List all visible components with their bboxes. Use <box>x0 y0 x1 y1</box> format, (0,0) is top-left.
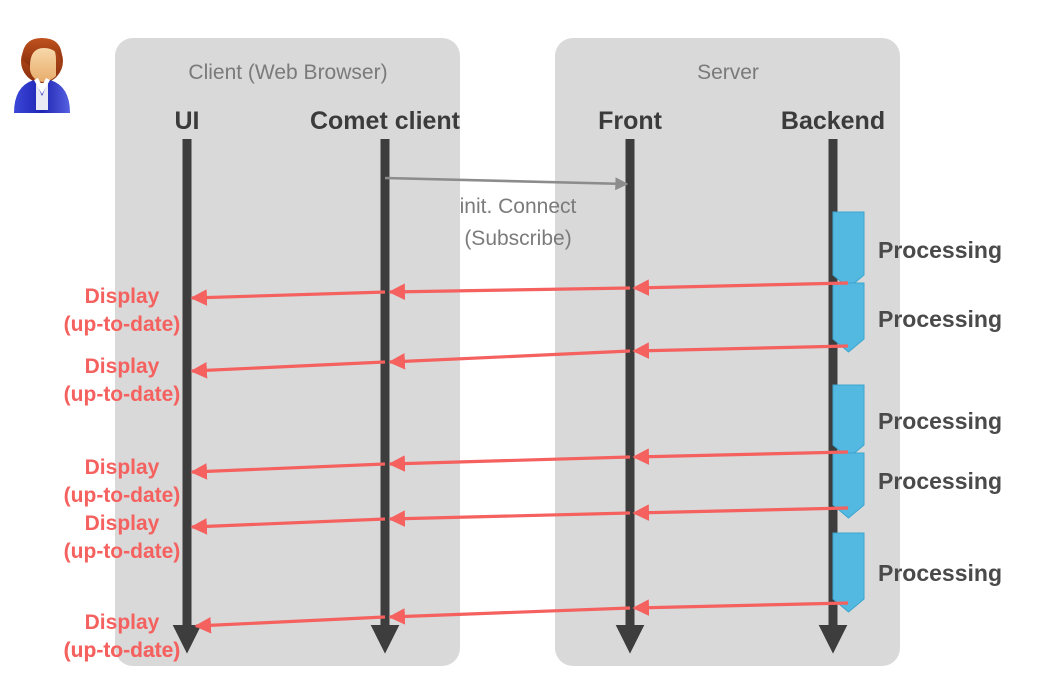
update-1-arrow-backend-to-front <box>632 279 849 296</box>
update-2-display-label-line2: (up-to-date) <box>64 383 181 406</box>
activation-bar-processing-1 <box>832 211 865 289</box>
panel-client: Client (Web Browser) <box>115 38 460 666</box>
activation-label-processing-4: Processing <box>878 468 1002 494</box>
person-avatar-icon <box>14 38 70 113</box>
update-3-display-label-line2: (up-to-date) <box>64 484 181 507</box>
activation-bar-processing-5 <box>832 532 865 613</box>
update-chain-3: Display (up-to-date) <box>64 448 849 507</box>
update-3-arrow-comet-to-ui <box>190 462 386 480</box>
update-4-arrow-front-to-comet <box>388 510 631 527</box>
activation-label-processing-5: Processing <box>878 560 1002 586</box>
activation-bar-processing-3 <box>832 384 865 459</box>
activation-bar-processing-4 <box>832 452 865 519</box>
activation-processing-2: Processing <box>832 282 1002 353</box>
update-2-arrow-front-to-comet <box>388 349 631 370</box>
activation-processing-5: Processing <box>832 532 1002 613</box>
update-1-display-label-line2: (up-to-date) <box>64 313 181 336</box>
update-4-display-label-line1: Display <box>85 512 160 535</box>
update-1-display-label-line1: Display <box>85 285 160 308</box>
bottom-white-strip <box>0 666 1052 700</box>
update-4-arrow-backend-to-front <box>632 504 849 521</box>
user-actor <box>14 38 70 113</box>
activation-processing-1: Processing <box>832 211 1002 289</box>
update-5-display-label-line1: Display <box>85 611 160 634</box>
activation-label-processing-1: Processing <box>878 237 1002 263</box>
activation-bar-processing-2 <box>832 282 865 353</box>
update-1-arrow-front-to-comet <box>388 283 631 301</box>
lifeline-label-backend: Backend <box>781 107 885 135</box>
lifeline-label-ui: UI <box>175 107 200 135</box>
update-5-arrow-comet-to-ui <box>194 615 386 634</box>
lifeline-comet-client: Comet client <box>310 107 461 654</box>
update-2-display-label-line1: Display <box>85 355 160 378</box>
activation-processing-4: Processing <box>832 452 1002 519</box>
activation-label-processing-3: Processing <box>878 408 1002 434</box>
update-chain-2: Display (up-to-date) <box>64 342 849 406</box>
lifeline-front: Front <box>598 107 663 654</box>
panel-client-background <box>115 38 460 666</box>
lifeline-label-comet-client: Comet client <box>310 107 461 135</box>
update-4-display-label-line2: (up-to-date) <box>64 540 181 563</box>
update-2-arrow-comet-to-ui <box>190 360 386 379</box>
message-init-connect-label-line1: init. Connect <box>460 195 577 218</box>
update-chain-5: Display (up-to-date) <box>64 599 849 662</box>
update-2-arrow-backend-to-front <box>632 342 849 359</box>
update-chain-1: Display (up-to-date) <box>64 279 849 336</box>
activation-processing-3: Processing <box>832 384 1002 459</box>
update-5-display-label-line2-overflow: (up-to-date) <box>64 639 181 662</box>
update-4-arrow-comet-to-ui <box>190 517 386 535</box>
lifeline-label-front: Front <box>598 107 663 135</box>
panel-server-title: Server <box>697 61 759 84</box>
update-chain-4: Display (up-to-date) <box>64 504 849 563</box>
message-init-connect-arrow <box>384 176 629 191</box>
message-init-connect: init. Connect (Subscribe) <box>384 176 629 250</box>
activation-label-processing-2: Processing <box>878 306 1002 332</box>
update-3-display-label-line1: Display <box>85 456 160 479</box>
lifeline-ui: UI <box>172 107 202 654</box>
update-1-arrow-comet-to-ui <box>190 289 386 306</box>
panel-client-title: Client (Web Browser) <box>188 61 387 84</box>
update-3-arrow-backend-to-front <box>632 448 849 465</box>
update-5-arrow-front-to-comet <box>388 606 631 625</box>
message-init-connect-label-line2: (Subscribe) <box>464 227 571 250</box>
update-5-arrow-backend-to-front <box>632 599 849 616</box>
update-5-display-label-line2: (up-to-date) <box>64 639 181 662</box>
update-3-arrow-front-to-comet <box>388 455 631 472</box>
